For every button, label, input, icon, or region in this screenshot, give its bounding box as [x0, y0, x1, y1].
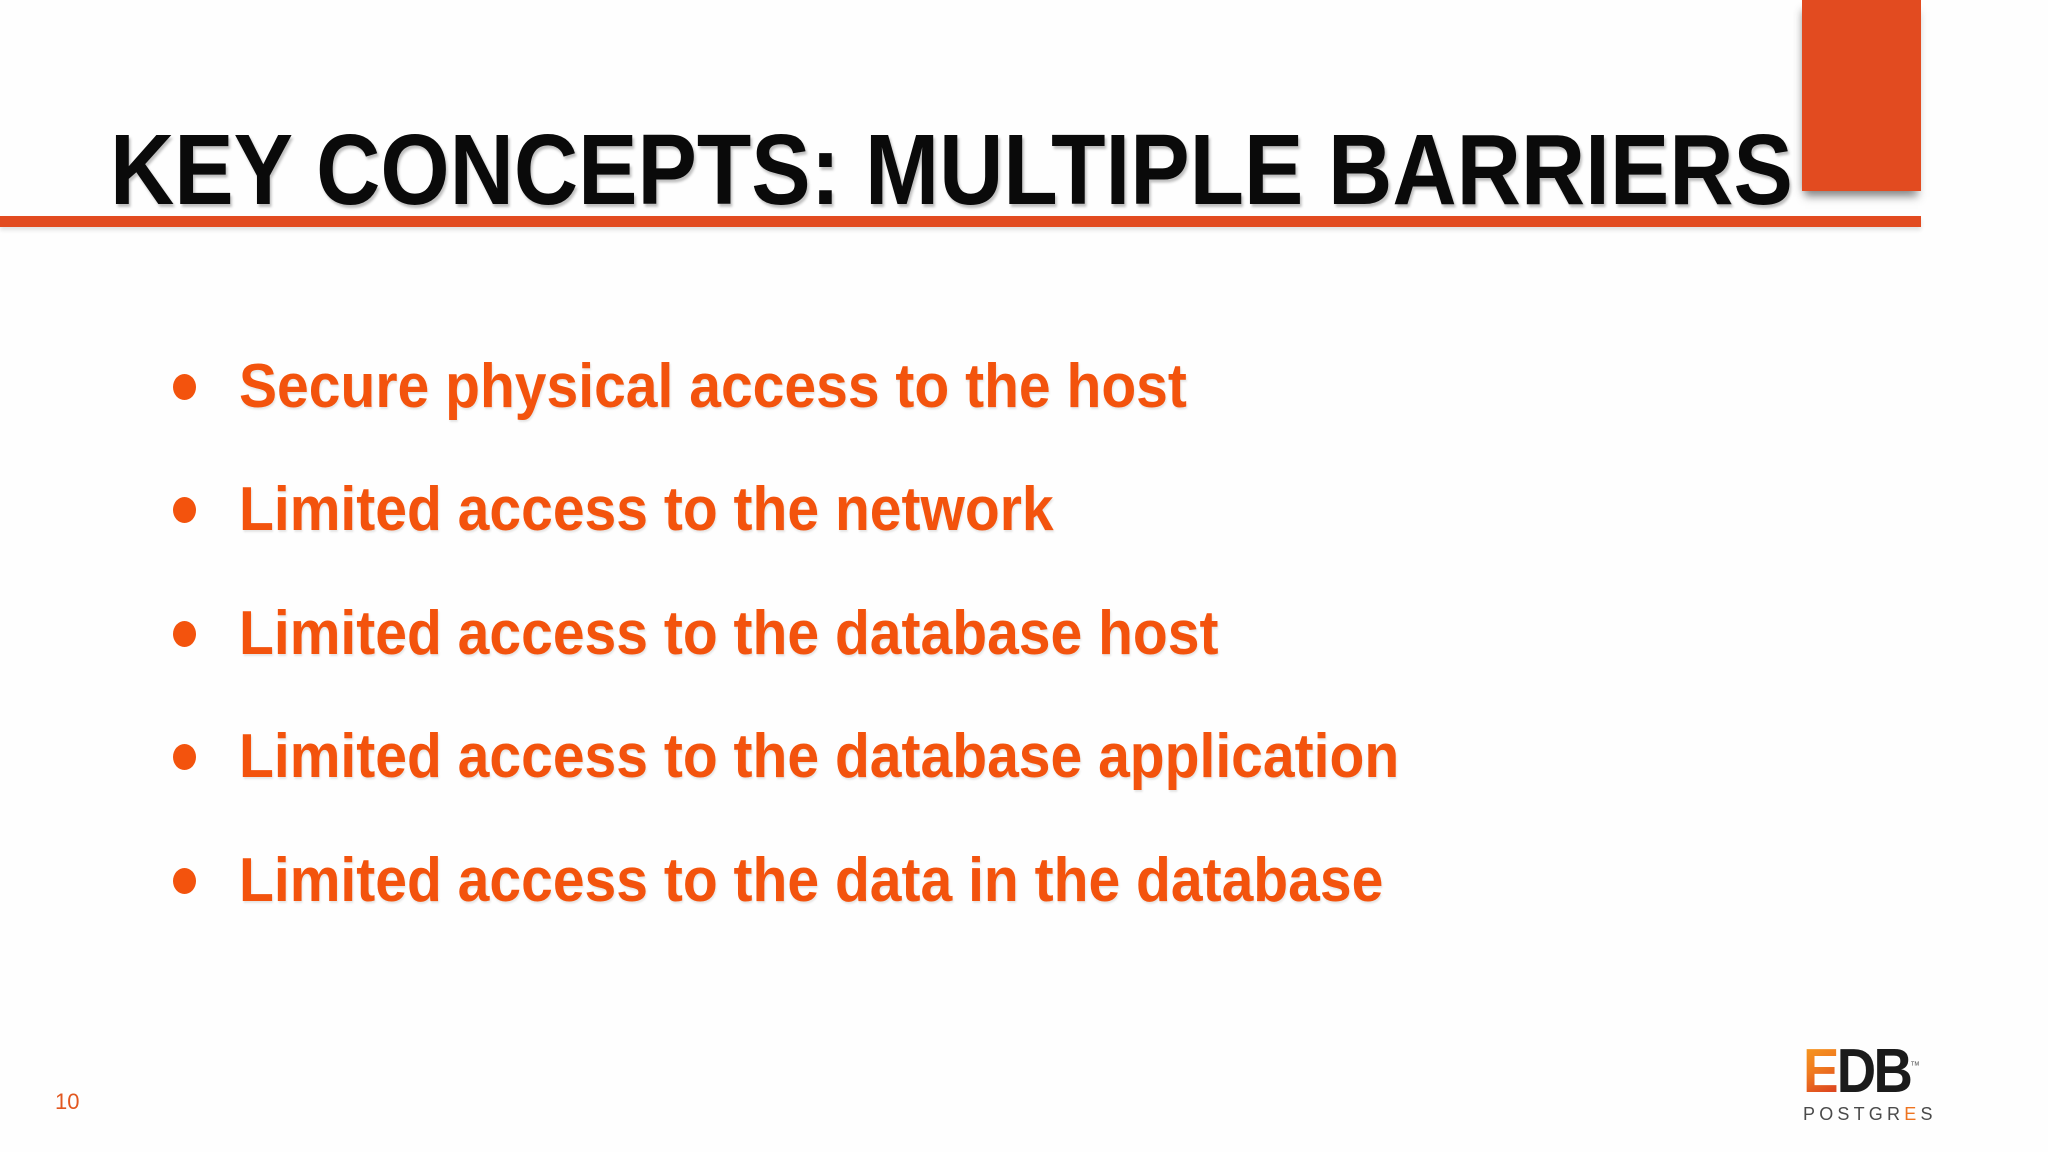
bullet-text: Limited access to the database host [239, 598, 1219, 668]
bullet-icon [173, 373, 196, 400]
edb-letter-e: E [1803, 1037, 1839, 1106]
edb-wordmark: EDB™ [1803, 1041, 1935, 1103]
edb-letters-db: DB [1836, 1037, 1913, 1106]
postgres-letter-e-orange: E [1904, 1104, 1921, 1124]
trademark-symbol: ™ [1910, 1060, 1920, 1072]
slide-title: KEY CONCEPTS: MULTIPLE BARRIERS [110, 114, 1793, 226]
bullet-icon [173, 496, 196, 523]
bullet-icon [173, 867, 196, 894]
accent-underline [0, 216, 1921, 227]
postgres-text-gray: POSTGR [1803, 1104, 1905, 1124]
bullet-text: Limited access to the network [239, 474, 1054, 544]
bullet-item: Secure physical access to the host [173, 349, 1269, 424]
bullet-icon [173, 743, 196, 770]
bullet-item: Limited access to the database host [173, 596, 1304, 671]
edb-postgres-logo: EDB™ POSTGRES [1803, 1041, 1953, 1125]
page-number: 10 [55, 1089, 80, 1114]
bullet-text: Secure physical access to the host [239, 351, 1187, 421]
bullet-item: Limited access to the database applicati… [173, 719, 1500, 794]
bullet-icon [173, 620, 196, 647]
bullet-text: Limited access to the data in the databa… [239, 845, 1384, 915]
postgres-letter-s-gray: S [1920, 1104, 1937, 1124]
bullet-item: Limited access to the data in the databa… [173, 843, 1483, 918]
accent-rectangle [1802, 0, 1921, 191]
bullet-text: Limited access to the database applicati… [239, 721, 1400, 791]
bullet-item: Limited access to the network [173, 472, 1124, 547]
postgres-wordmark: POSTGRES [1803, 1104, 1953, 1125]
